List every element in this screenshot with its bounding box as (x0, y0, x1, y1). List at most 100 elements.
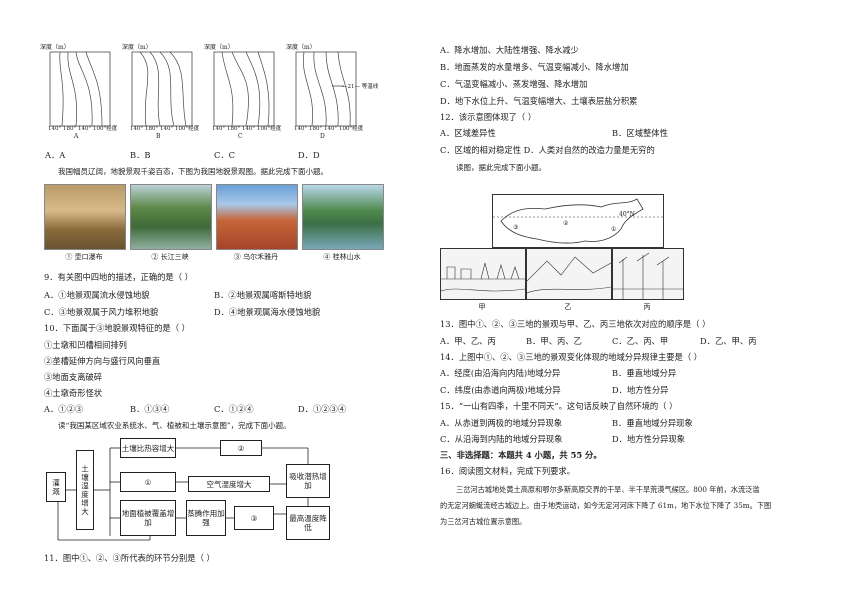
q12-stem: 12．该示意图体现了（ ） (440, 112, 537, 122)
q14-option-a: A．经度(由沿海向内陆)地域分异 (440, 368, 561, 378)
scene-jia-svg (441, 262, 525, 292)
q16-para-line2: 的无定河蜿蜒流经古城边上。由于地壳运动，如今无定河河床下降了 61m，地下水位下… (440, 501, 772, 510)
chart-a-xticks: 140° 180° 140° 100°经度 (48, 126, 118, 132)
landscape-intro: 我国幅员辽阔，地貌景观千姿百态，下图为我国地貌景观图。据此完成下面小题。 (58, 167, 328, 176)
flow-evapotranspiration: 蒸腾作用加强 (186, 500, 226, 536)
scene-label-jia: 甲 (478, 303, 486, 311)
flow-diagram: 灌溉 土壤湿度增大 土壤比热容增大 ② ① 空气湿度增大 吸收潜热增加 地面植被… (40, 436, 340, 546)
q10-item-3: ③地面支离破碎 (44, 372, 103, 382)
q11-option-c: C．气温变幅减小、蒸发增强、降水增加 (440, 79, 588, 89)
q13-option-d: D．乙、甲、丙 (700, 336, 757, 346)
q10-option-b: B．①③④ (130, 404, 170, 414)
svg-text:①: ① (611, 226, 616, 233)
scene-jia (440, 248, 526, 300)
depth-charts: 深度（m） 深度（m） 深度（m） 深度（m） 140° 180° 140° 1… (36, 40, 379, 140)
q13-option-a: A．甲、乙、丙 (440, 336, 496, 346)
flow-soil-moisture: 土壤湿度增大 (76, 450, 94, 530)
scene-yi (526, 248, 612, 300)
flow-box-2: ② (220, 440, 262, 456)
q8-option-a: A．A (45, 150, 66, 160)
photo-caption-2: ② 长江三峡 (151, 253, 189, 261)
chart-legend: —21— 等温线 (342, 84, 379, 90)
q16-stem: 16．阅读图文材料，完成下列要求。 (440, 466, 576, 476)
q14-option-c: C．纬度(由赤道向两极)地域分异 (440, 385, 561, 395)
q9-stem: 9．有关图中四地的描述，正确的是（ ） (44, 272, 193, 282)
chart-a-letter: A (74, 133, 79, 140)
q10-stem: 10．下面属于③地貌景观特征的是（ ） (44, 323, 190, 333)
chart-c-xticks: 140° 180° 140° 100°经度 (212, 126, 282, 132)
china-map: ③ ② ① 40°N (492, 194, 664, 248)
q9-option-d: D．④地景观属海水侵蚀地貌 (214, 307, 321, 317)
q15-option-a: A．从赤道到两极的地域分异现象 (440, 418, 563, 428)
scene-label-yi: 乙 (564, 303, 572, 311)
chart-d-letter: D (320, 133, 325, 140)
q8-option-c: C．C (214, 150, 235, 160)
q10-item-1: ①土墩和凹槽相间排列 (44, 340, 127, 350)
scene-bing-svg (613, 252, 683, 299)
q15-option-b: B．垂直地域分异现象 (612, 418, 693, 428)
scene-bing (612, 248, 684, 300)
q10-option-a: A．①②③ (44, 404, 84, 414)
photo-three-gorges (130, 184, 212, 250)
chart-d-title: 深度（m） (286, 44, 316, 51)
chart-b-title: 深度（m） (122, 44, 152, 51)
flow-vegetation: 地面植被覆盖增加 (120, 500, 176, 536)
q10-option-d: D．①②③④ (298, 404, 347, 414)
chart-b-xticks: 140° 180° 140° 100°经度 (130, 126, 200, 132)
map-intro: 读图，据此完成下面小题。 (456, 163, 546, 172)
q10-item-4: ④土墩奇形怪状 (44, 388, 103, 398)
q13-option-b: B．甲、丙、乙 (526, 336, 582, 346)
flow-air-humidity: 空气湿度增大 (188, 476, 270, 492)
chart-d-xticks: 140° 180° 140° 100°经度 (294, 126, 364, 132)
q15-option-d: D．地方性分异现象 (612, 434, 686, 444)
q11-option-d: D．地下水位上升、气温变幅增大、土壤表层盐分积累 (440, 96, 638, 106)
q9-option-c: C．③地景观属于风力堆积地貌 (44, 307, 159, 317)
q13-stem: 13．图中①、②、③三地的景观与甲、乙、丙三地依次对应的顺序是（ ） (440, 319, 711, 329)
flow-box-3: ③ (234, 506, 274, 530)
q12-option-cd: C．区域的相对稳定性 D．人类对自然的改造力量是无穷的 (440, 145, 655, 155)
q14-option-d: D．地方性分异 (612, 385, 669, 395)
svg-text:③: ③ (513, 224, 518, 231)
chart-c-letter: C (238, 133, 243, 140)
q8-option-d: D．D (298, 150, 320, 160)
q8-option-b: B．B (130, 150, 151, 160)
flow-intro: 读“我国某区域农业系统水、气、植被和土壤示意图”，完成下面小题。 (58, 421, 291, 430)
q10-item-2: ②垄槽延伸方向与盛行风向垂直 (44, 356, 161, 366)
section-3-heading: 三、非选择题：本题共 4 小题，共 55 分。 (440, 450, 602, 460)
flow-box-1: ① (120, 472, 176, 492)
photo-caption-4: ④ 桂林山水 (323, 253, 361, 261)
q11-stem: 11．图中①、②、③所代表的环节分别是（ ） (44, 553, 215, 563)
svg-text:②: ② (563, 220, 569, 227)
photo-caption-1: ① 壶口瀑布 (65, 253, 103, 261)
flow-irrigation: 灌溉 (46, 472, 66, 502)
flow-max-temp: 最高温度降低 (286, 506, 330, 540)
chart-c-title: 深度（m） (204, 44, 234, 51)
q12-option-b: B．区域整体性 (612, 128, 668, 138)
q9-option-b: B．②地景观属喀斯特地貌 (214, 290, 312, 300)
scene-yi-svg (527, 256, 611, 294)
q15-stem: 15．“一山有四季，十里不同天”。这句话反映了自然环境的（ ） (440, 401, 678, 411)
q10-option-c: C．①②④ (214, 404, 254, 414)
photo-guilin (302, 184, 384, 250)
photo-hukou-waterfall (44, 184, 126, 250)
q14-stem: 14．上图中①、②、③三地的景观变化体现的地域分异规律主要是（ ） (440, 352, 703, 362)
flow-absorb-latent: 吸收潜热增加 (286, 464, 330, 498)
flow-arrows (57, 447, 309, 541)
chart-b-letter: B (156, 133, 161, 140)
q11-option-a: A．降水增加、大陆性增强、降水减少 (440, 45, 579, 55)
q9-option-a: A．①地景观属流水侵蚀地貌 (44, 290, 150, 300)
q12-option-a: A．区域差异性 (440, 128, 496, 138)
depth-charts-svg (49, 51, 357, 127)
q16-para-line3: 为三岔河古城位置示意图。 (440, 517, 527, 526)
q15-option-c: C．从沿海到内陆的地域分异现象 (440, 434, 563, 444)
photo-caption-3: ③ 乌尔禾雅丹 (233, 253, 279, 261)
q11-option-b: B．地面蒸发的水量增多、气温变幅减小、降水增加 (440, 62, 629, 72)
scene-label-bing: 丙 (643, 303, 651, 311)
chart-a-title: 深度（m） (40, 44, 70, 51)
q14-option-b: B．垂直地域分异 (612, 368, 677, 378)
photo-wuerhe-yardang (216, 184, 298, 250)
flow-soil-ratio: 土壤比热容增大 (120, 438, 176, 458)
q16-para-line1: 三岔河古城地处黄土高原和鄂尔多斯高原交界的干旱、半干旱荒漠气候区。800 年前，… (456, 485, 760, 494)
map-latitude: 40°N (619, 211, 635, 218)
q13-option-c: C．乙、丙、甲 (612, 336, 669, 346)
